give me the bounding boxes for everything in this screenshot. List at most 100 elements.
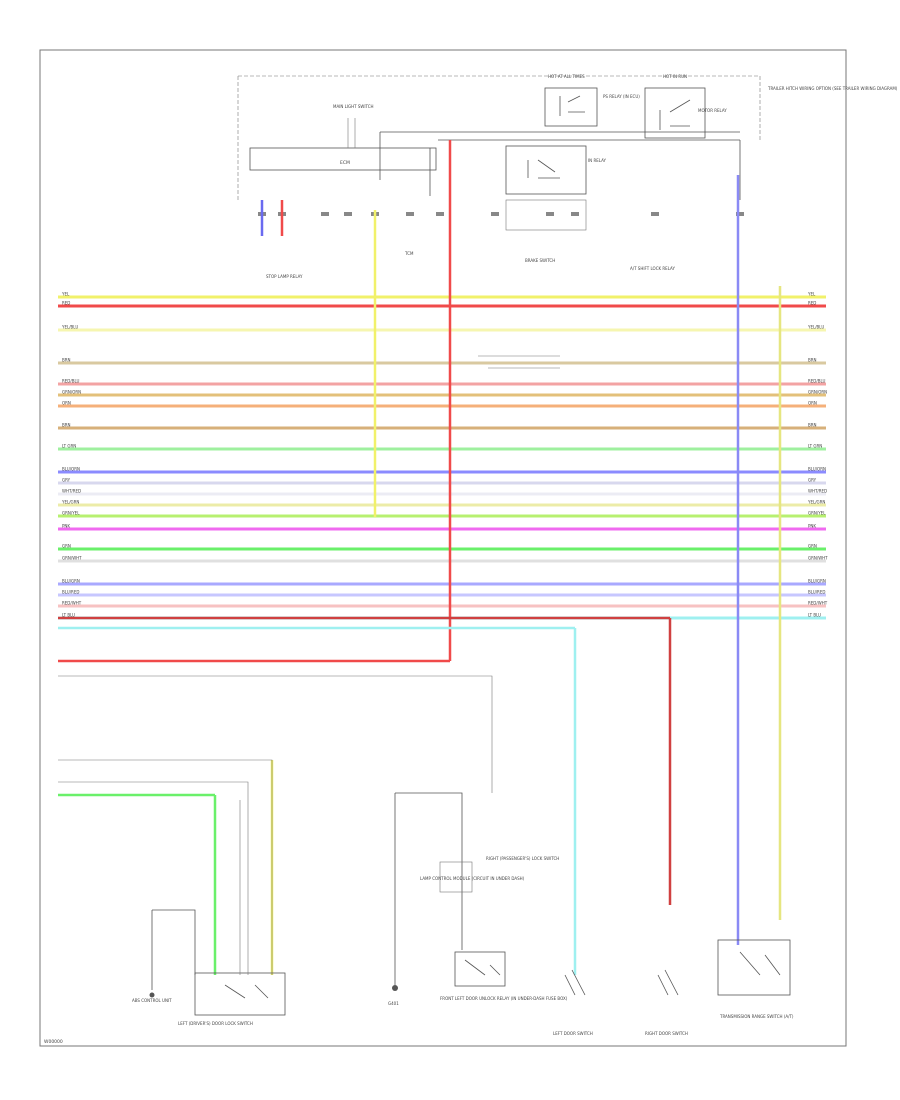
bus-label-right: BLU/RED <box>808 590 825 595</box>
tcm-label: TCM <box>404 251 414 256</box>
bus-label-right: WHT/RED <box>808 489 827 494</box>
brake-block: BRAKE SWITCH <box>505 199 587 263</box>
bus-0: YEL YEL <box>58 292 826 299</box>
bus-label-right: GRN/ORN <box>808 390 827 395</box>
left-door-switch-label: LEFT DOOR SWITCH <box>553 1031 593 1036</box>
bus-3: BRN BRN <box>58 358 826 365</box>
connector-mid <box>478 355 560 369</box>
bus-label-left: YEL/BLU <box>61 325 78 330</box>
stop-relay-label: IN RELAY <box>588 158 606 163</box>
bus-label-left: LT GRN <box>62 444 76 449</box>
bus-5: GRN/ORN GRN/ORN <box>58 390 827 397</box>
abs-unit-label: ABS CONTROL UNIT <box>132 998 172 1003</box>
right-door-switch-label: RIGHT DOOR SWITCH <box>645 1031 688 1036</box>
bus-label-right: BRN <box>808 358 817 363</box>
bottom-left-wires <box>58 759 273 975</box>
bus-label-right: GRY <box>808 478 817 483</box>
bus-label-right: BLU/GRN <box>808 579 826 584</box>
bus-label-left: PNK <box>62 524 70 529</box>
ecm-block: ECM <box>249 147 437 171</box>
top-harness <box>379 131 741 200</box>
bus-label-left: ORN <box>62 401 71 406</box>
bus-label-left: GRN <box>62 544 71 549</box>
bus-label-left: GRN/ORN <box>62 390 81 395</box>
lcm-block: LAMP CONTROL MODULE (CIRCUIT IN UNDER DA… <box>388 792 525 1006</box>
bus-10: GRY GRY <box>58 478 826 485</box>
bus-label-right: RED/BLU <box>808 379 826 384</box>
bus-label-right: BRN <box>808 423 817 428</box>
bus-label-right: ORN <box>808 401 817 406</box>
ecm-label: ECM <box>340 160 350 166</box>
connector-mark-2 <box>321 212 329 216</box>
bus-label-right: GRN/WHT <box>808 556 828 561</box>
diagram-id: W00000 <box>44 1039 63 1045</box>
bus-label-left: BRN <box>62 358 71 363</box>
relay-label-a: PS RELAY (IN ECU) <box>603 94 640 99</box>
bus-label-right: BLU/ORN <box>808 467 826 472</box>
connector-mark-6 <box>436 212 444 216</box>
bus-label-right: RED <box>808 301 816 306</box>
connector-mark-3 <box>344 212 352 216</box>
bus-label-left: YEL/GRN <box>61 500 79 505</box>
bus-15: GRN GRN <box>58 544 826 551</box>
right-door-switch: RIGHT DOOR SWITCH <box>645 969 688 1036</box>
bus-label-left: BRN <box>62 423 71 428</box>
bus-14: PNK PNK <box>58 524 826 531</box>
bus-label-right: YEL <box>807 292 816 297</box>
bus-label-left: WHT/RED <box>62 489 81 494</box>
stop-relay-block: IN RELAY <box>505 145 606 195</box>
abs-unit: ABS CONTROL UNIT <box>132 909 196 1003</box>
connector-mark-11 <box>736 212 744 216</box>
connector-row-upper <box>258 212 744 216</box>
bus-label-right: LT GRN <box>808 444 822 449</box>
bus-7: BRN BRN <box>58 423 826 430</box>
bus-label-left: YEL <box>61 292 70 297</box>
bus-label-left: LT BLU <box>62 613 75 618</box>
bus-label-right: YEL/BLU <box>807 325 824 330</box>
connector-mark-8 <box>546 212 554 216</box>
bus-4: RED/BLU RED/BLU <box>58 379 826 386</box>
bus-label-left: GRY <box>62 478 71 483</box>
main-switch-label: MAIN LIGHT SWITCH <box>333 104 374 109</box>
fuse-label-a: HOT AT ALL TIMES <box>548 74 585 79</box>
brake-label: BRAKE SWITCH <box>525 258 555 263</box>
connector-mark-5 <box>406 212 414 216</box>
bus-19: RED/WHT RED/WHT <box>58 601 828 608</box>
bus-label-right: YEL/GRN <box>807 500 825 505</box>
bus-label-right: RED/WHT <box>808 601 828 606</box>
fuse-label-b: HOT IN RUN <box>663 74 687 79</box>
bus-label-left: GRN/YEL <box>62 511 80 516</box>
fuse-block-b: HOT IN RUN <box>644 74 706 139</box>
junction-label: A/T SHIFT LOCK RELAY <box>630 266 675 271</box>
bus-label-left: RED/BLU <box>62 379 80 384</box>
diagram-border <box>39 49 847 1047</box>
bus-label-right: LT BLU <box>808 613 821 618</box>
lcm-label: LAMP CONTROL MODULE (CIRCUIT IN UNDER DA… <box>420 876 525 881</box>
bus-6: ORN ORN <box>58 401 826 408</box>
trans-switch: TRANSMISSION RANGE SWITCH (A/T) <box>717 939 794 1019</box>
bus-2: YEL/BLU YEL/BLU <box>58 325 826 332</box>
bus-8: LT GRN LT GRN <box>58 444 826 451</box>
bus-label-left: RED/WHT <box>62 601 82 606</box>
bus-13: GRN/YEL GRN/YEL <box>58 511 826 518</box>
trans-switch-label: TRANSMISSION RANGE SWITCH (A/T) <box>719 1014 794 1019</box>
bus-label-right: GRN <box>808 544 817 549</box>
pass-sw-label: RIGHT (PASSENGER'S) LOCK SWITCH <box>486 856 559 861</box>
top-dashed-region <box>237 75 761 200</box>
bus-label-left: GRN/WHT <box>62 556 82 561</box>
left-door-switch: LEFT DOOR SWITCH <box>553 969 593 1036</box>
trailer-note: TRAILER HITCH WIRING OPTION (SEE TRAILER… <box>767 86 898 91</box>
main-switch-lead <box>347 118 356 148</box>
stop-relay-text: STOP LAMP RELAY <box>266 274 303 279</box>
fuse-block-a: HOT AT ALL TIMES <box>544 74 598 127</box>
bus-label-right: PNK <box>808 524 816 529</box>
bus-label-right: GRN/YEL <box>808 511 826 516</box>
left-lock-switch-label: LEFT (DRIVER'S) DOOR LOCK SWITCH <box>178 1021 253 1026</box>
bus-12: YEL/GRN YEL/GRN <box>58 500 826 507</box>
